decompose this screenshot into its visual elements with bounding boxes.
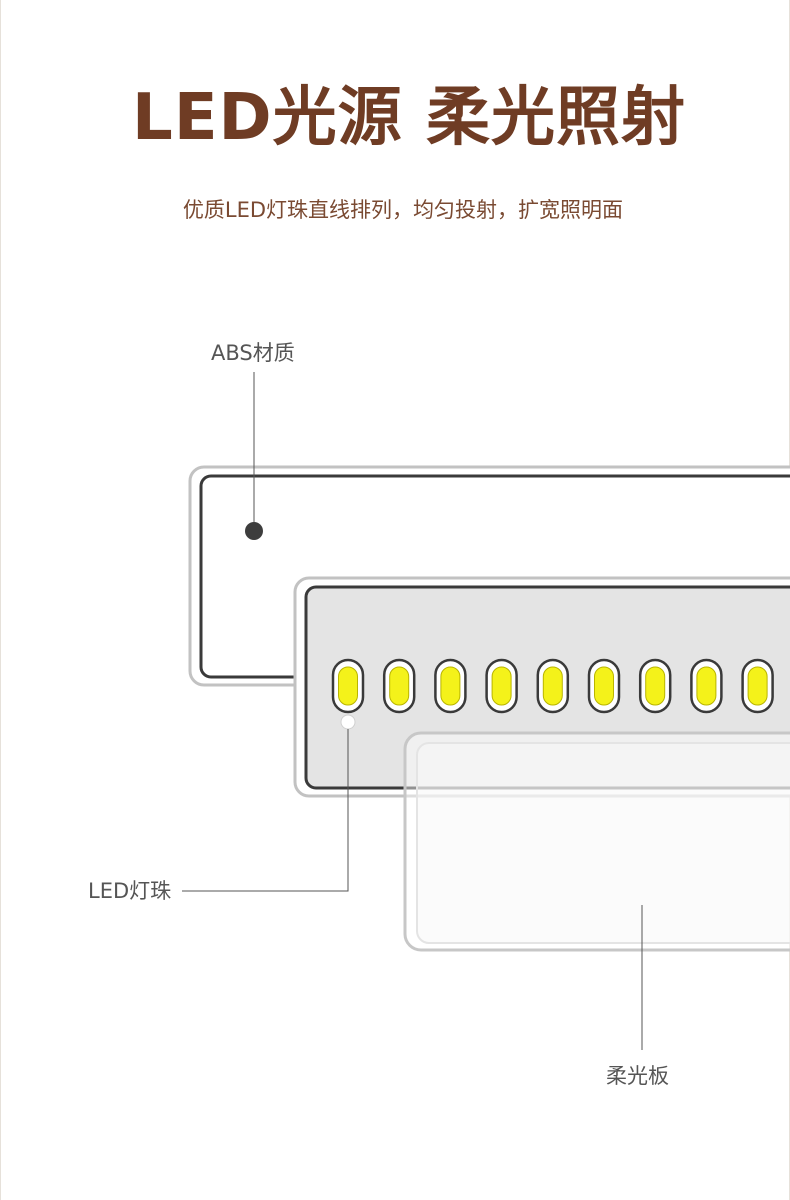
abs-callout (245, 372, 263, 540)
led-callout-dot (340, 714, 356, 730)
led-bead (485, 658, 518, 714)
led-beads-label: LED灯珠 (88, 879, 172, 903)
led-callout (182, 714, 356, 892)
page-subtitle: 优质LED灯珠直线排列，均匀投射，扩宽照明面 (182, 198, 624, 222)
abs-material-label: ABS材质 (211, 341, 295, 365)
diffuser-label: 柔光板 (606, 1064, 669, 1088)
led-bead (382, 658, 416, 714)
abs-callout-dot (245, 522, 263, 540)
led-bead (536, 658, 570, 714)
led-bead (638, 658, 672, 714)
led-bead (434, 658, 467, 714)
diffuser-panel (403, 731, 790, 952)
led-bead-row (331, 658, 774, 714)
led-bead (587, 658, 621, 714)
led-bead (741, 658, 774, 714)
page-title: LED光源 柔光照射 (132, 81, 686, 155)
led-bead (331, 658, 365, 714)
led-bead (690, 658, 723, 714)
page-edge-left (0, 0, 1, 1200)
